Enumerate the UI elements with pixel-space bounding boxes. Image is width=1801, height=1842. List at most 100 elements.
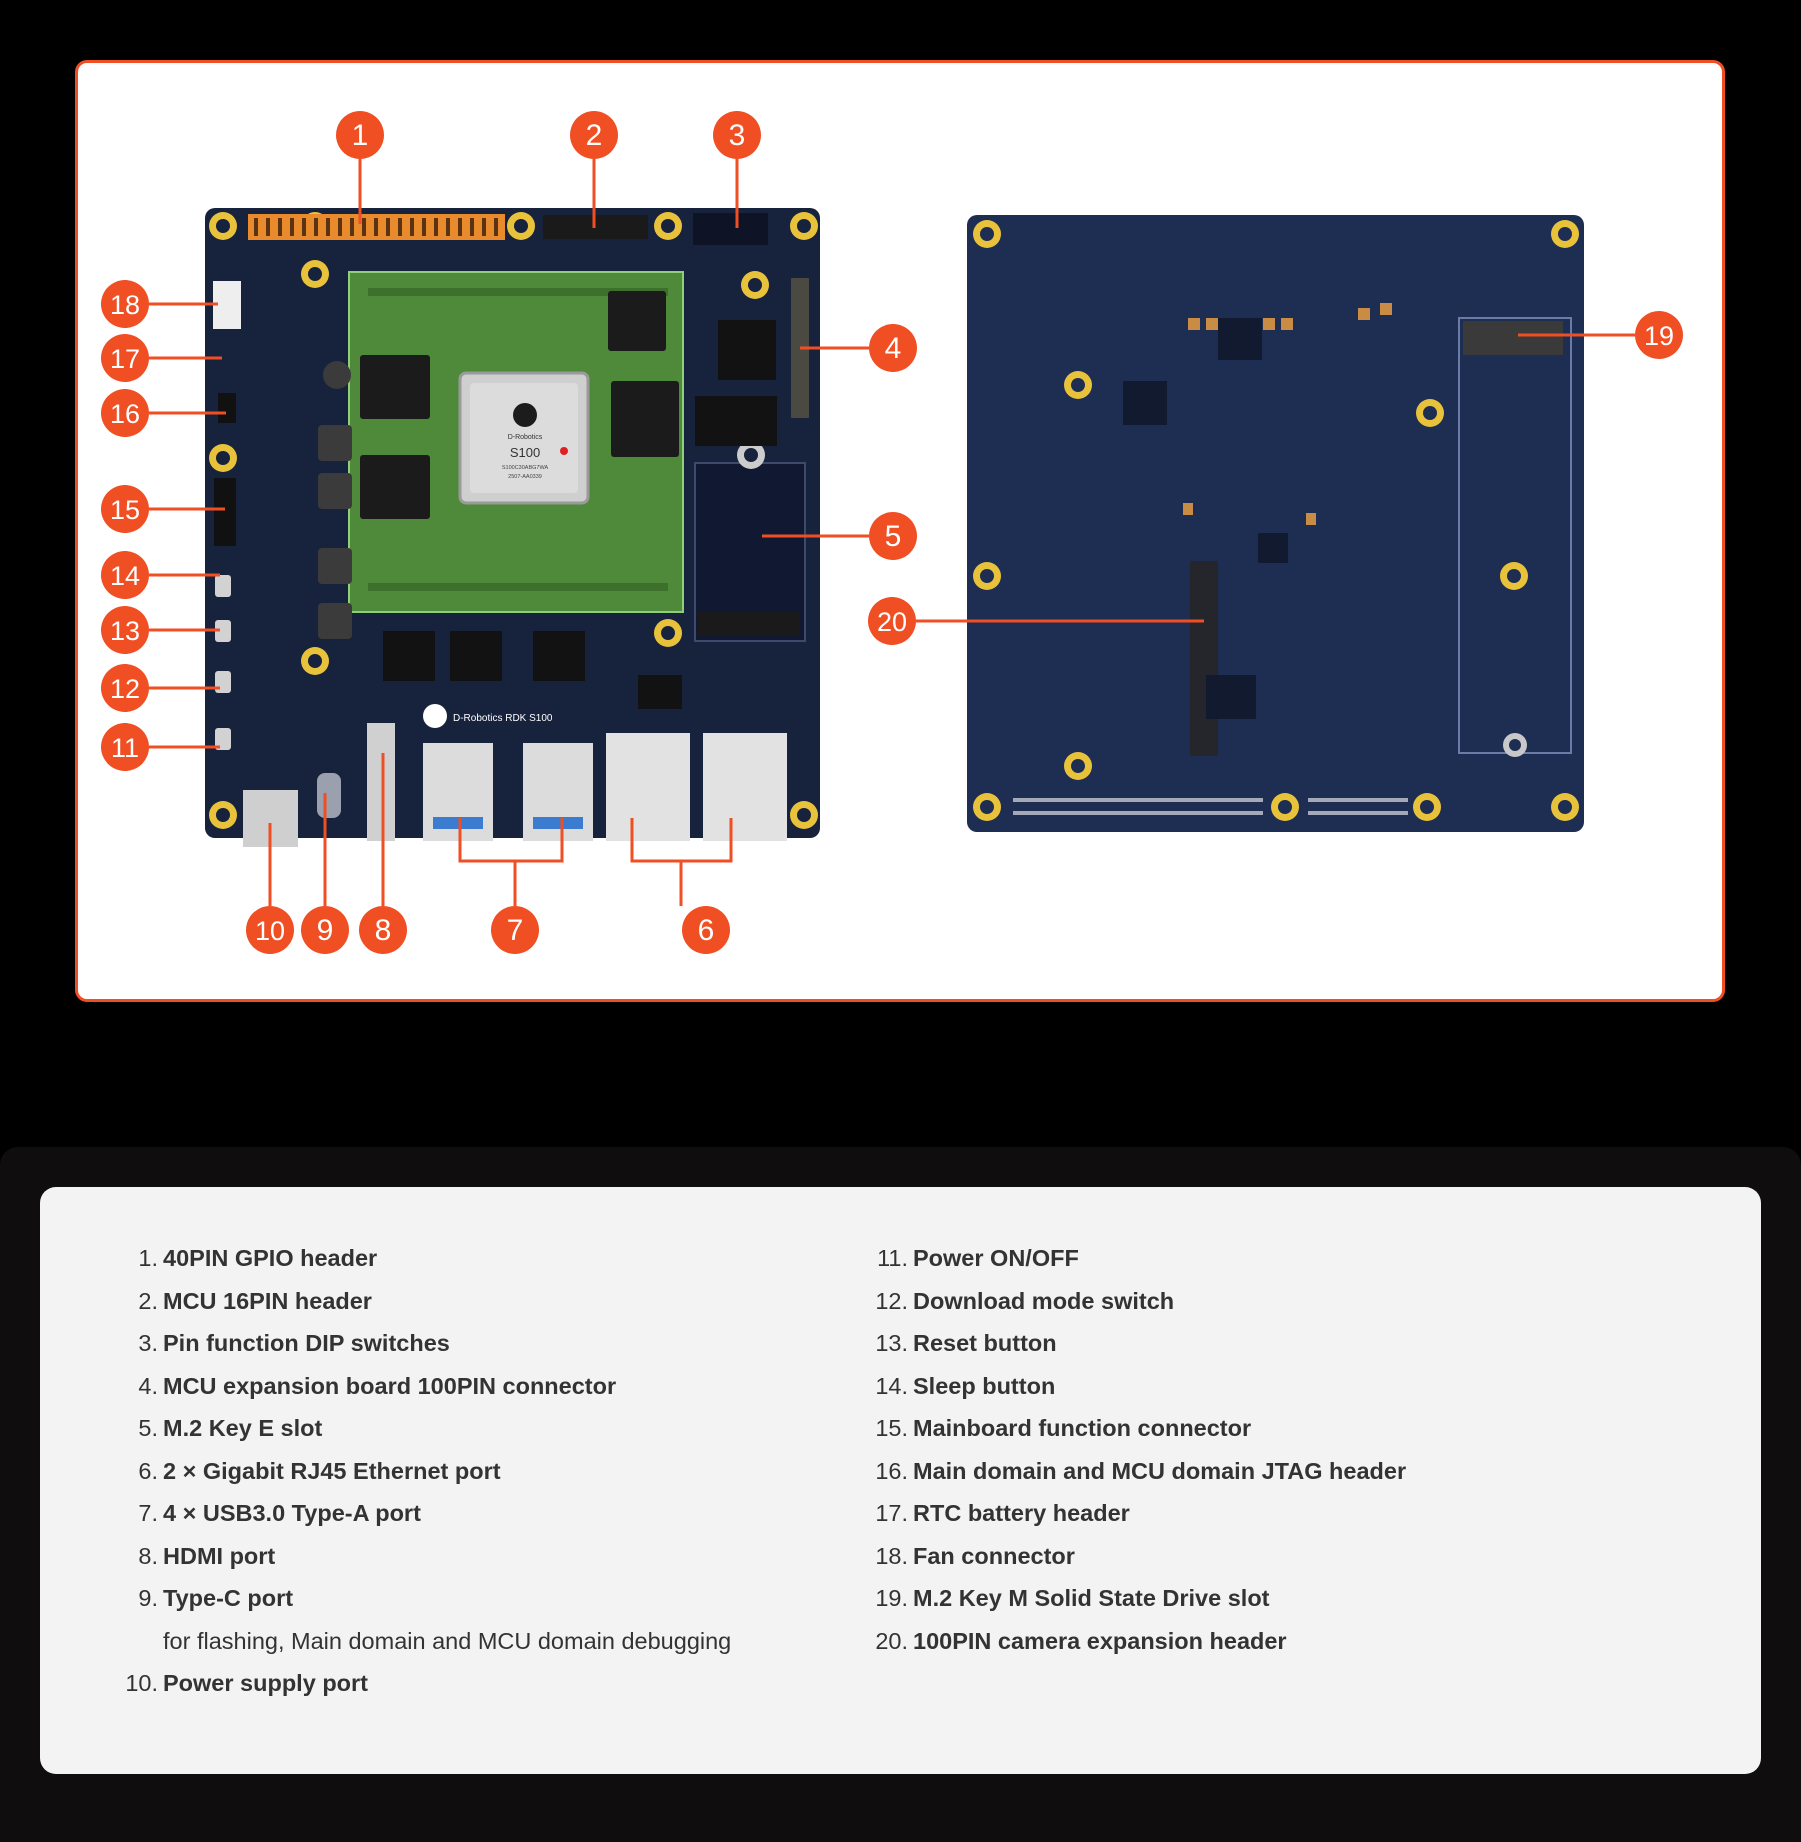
legend-item-text: 2 × Gigabit RJ45 Ethernet port bbox=[163, 1457, 501, 1484]
legend-item-text: Mainboard function connector bbox=[913, 1415, 1252, 1441]
callout-badge: 14 bbox=[101, 551, 149, 599]
legend-item-text: Sleep button bbox=[913, 1372, 1056, 1399]
chip-brand: D-Robotics bbox=[508, 434, 543, 441]
board-diagram: D-Robotics S100 S100C30ABG7WA 2507-AA033… bbox=[101, 111, 1683, 954]
callout-number: 1 bbox=[352, 119, 369, 152]
callout-number: 8 bbox=[375, 914, 392, 947]
callout-number: 17 bbox=[110, 344, 140, 374]
legend-item-text: MCU 16PIN header bbox=[163, 1287, 372, 1314]
rj45-port-left bbox=[606, 733, 690, 841]
callout-badge: 16 bbox=[101, 389, 149, 437]
legend-item-number: 12. bbox=[875, 1287, 908, 1314]
legend-item-text: Power supply port bbox=[163, 1670, 368, 1696]
legend-item-text: Reset button bbox=[913, 1330, 1057, 1356]
legend-item-text: M.2 Key M Solid State Drive slot bbox=[913, 1585, 1270, 1611]
callout-badge: 13 bbox=[101, 606, 149, 654]
legend-item-text: Pin function DIP switches bbox=[163, 1330, 450, 1356]
type-c-port bbox=[317, 773, 341, 818]
callout-badge: 7 bbox=[491, 906, 539, 954]
hdmi-port bbox=[367, 723, 395, 841]
legend-item: 16.Main domain and MCU domain JTAG heade… bbox=[835, 1450, 1635, 1493]
legend-item: 11.Power ON/OFF bbox=[835, 1237, 1635, 1280]
callout-badge: 20 bbox=[868, 597, 916, 645]
legend-item: 19.M.2 Key M Solid State Drive slot bbox=[835, 1577, 1635, 1620]
callout-badge: 11 bbox=[101, 723, 149, 771]
legend-item: 17.RTC battery header bbox=[835, 1492, 1635, 1535]
legend-item: 14.Sleep button bbox=[835, 1365, 1635, 1408]
legend-item: 3.Pin function DIP switches bbox=[85, 1322, 785, 1365]
callout-badge: 19 bbox=[1635, 311, 1683, 359]
board-back bbox=[967, 215, 1584, 832]
callout-badge: 15 bbox=[101, 485, 149, 533]
callout-number: 3 bbox=[729, 119, 746, 152]
callout-badge: 9 bbox=[301, 906, 349, 954]
callout-number: 7 bbox=[507, 914, 524, 947]
callout-number: 4 bbox=[885, 332, 902, 365]
legend-item-number: 18. bbox=[875, 1542, 908, 1569]
legend-item-number: 17. bbox=[875, 1500, 908, 1526]
legend-item-number: 7. bbox=[138, 1500, 158, 1526]
legend-item-number: 14. bbox=[875, 1372, 908, 1399]
callout-number: 18 bbox=[110, 290, 140, 320]
legend-item: 12.Download mode switch bbox=[835, 1280, 1635, 1323]
callout-badge: 17 bbox=[101, 334, 149, 382]
legend-item-text: Power ON/OFF bbox=[913, 1245, 1079, 1271]
callout-number: 5 bbox=[885, 520, 902, 553]
callout-badge: 2 bbox=[570, 111, 618, 159]
callout-badge: 8 bbox=[359, 906, 407, 954]
legend-item-text: HDMI port bbox=[163, 1542, 276, 1569]
legend-item-text: 40PIN GPIO header bbox=[163, 1245, 378, 1271]
legend-item-text: Download mode switch bbox=[913, 1287, 1175, 1314]
callout-number: 9 bbox=[317, 914, 334, 947]
legend-item: 4.MCU expansion board 100PIN connector bbox=[85, 1365, 785, 1408]
chip-model: S100 bbox=[510, 445, 540, 460]
legend-item-text: for flashing, Main domain and MCU domain… bbox=[163, 1627, 732, 1654]
legend-item-text: MCU expansion board 100PIN connector bbox=[163, 1372, 617, 1399]
legend-item: 7.4 × USB3.0 Type-A port bbox=[85, 1492, 785, 1535]
callout-number: 13 bbox=[110, 616, 140, 646]
legend-item: 1.40PIN GPIO header bbox=[85, 1237, 785, 1280]
rj45-port-right bbox=[703, 733, 787, 841]
callout-badge: 12 bbox=[101, 664, 149, 712]
board-label: D-Robotics RDK S100 bbox=[453, 713, 553, 724]
callout-badge: 6 bbox=[682, 906, 730, 954]
dip-switches bbox=[693, 213, 768, 245]
callout-number: 12 bbox=[110, 674, 140, 704]
chip-code-2: 2507-AA0339 bbox=[508, 474, 542, 480]
legend-item-number: 19. bbox=[875, 1585, 908, 1611]
legend-item-number: 4. bbox=[138, 1372, 158, 1399]
callout-number: 15 bbox=[110, 495, 140, 525]
legend-item-number: 3. bbox=[138, 1330, 158, 1356]
legend-item: 13.Reset button bbox=[835, 1322, 1635, 1365]
callout-badge: 10 bbox=[246, 906, 294, 954]
legend-item-text: Main domain and MCU domain JTAG header bbox=[913, 1457, 1407, 1484]
legend-item: 20.100PIN camera expansion header bbox=[835, 1620, 1635, 1663]
legend-item-number: 9. bbox=[138, 1585, 158, 1611]
callout-number: 20 bbox=[877, 607, 907, 637]
callout-number: 6 bbox=[698, 914, 715, 947]
callout-badge: 3 bbox=[713, 111, 761, 159]
callout-number: 19 bbox=[1644, 321, 1674, 351]
legend-item-number: 20. bbox=[875, 1627, 908, 1654]
legend-item-number: 6. bbox=[138, 1457, 158, 1484]
legend-item-text: M.2 Key E slot bbox=[163, 1415, 323, 1441]
callout-number: 16 bbox=[110, 399, 140, 429]
legend-item: 10.Power supply port bbox=[85, 1662, 785, 1705]
legend-item: 18.Fan connector bbox=[835, 1535, 1635, 1578]
legend-item-number: 10. bbox=[125, 1670, 158, 1696]
board-front: D-Robotics S100 S100C30ABG7WA 2507-AA033… bbox=[205, 208, 820, 847]
legend-item-number: 16. bbox=[875, 1457, 908, 1484]
legend-item-text: 100PIN camera expansion header bbox=[913, 1627, 1287, 1654]
legend-item-number: 8. bbox=[138, 1542, 158, 1569]
legend-item: 2.MCU 16PIN header bbox=[85, 1280, 785, 1323]
callout-leader-line bbox=[630, 818, 733, 906]
legend-item-number: 1. bbox=[138, 1245, 158, 1271]
legend-item: 5.M.2 Key E slot bbox=[85, 1407, 785, 1450]
callout-badge: 5 bbox=[869, 512, 917, 560]
legend-item-text: 4 × USB3.0 Type-A port bbox=[163, 1500, 421, 1526]
